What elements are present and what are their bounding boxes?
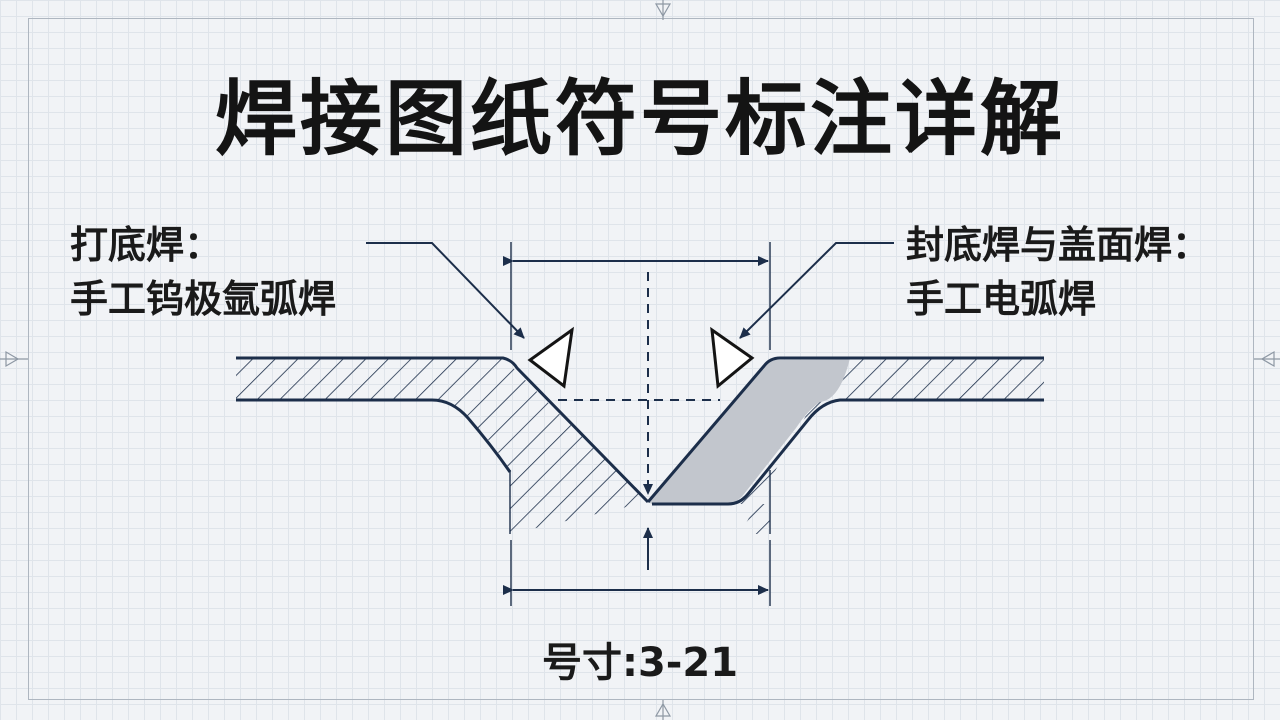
weld-triangle-symbol-right xyxy=(710,326,755,389)
root-pass-title: 打底焊： xyxy=(70,223,223,267)
size-label: 号寸:3-21 xyxy=(541,640,739,686)
root-pass-method: 手工钨极氩弧焊 xyxy=(70,277,337,321)
right-leader-line xyxy=(739,242,894,339)
left-base-plate xyxy=(236,358,648,534)
left-leader-line xyxy=(366,242,525,339)
left-plate-outline xyxy=(236,356,650,504)
page-title: 焊接图纸符号标注详解 xyxy=(214,72,1065,167)
cover-weld-filled xyxy=(648,358,1044,504)
right-plate-outline xyxy=(646,356,1044,506)
drawing-frame xyxy=(28,18,1254,700)
cover-pass-method: 手工电弧焊 xyxy=(906,277,1097,321)
weld-triangle-symbol-left xyxy=(527,326,574,389)
cover-pass-annotation: 封底焊与盖面焊： 手工电弧焊 xyxy=(906,218,1210,326)
root-pass-annotation: 打底焊： 手工钨极氩弧焊 xyxy=(70,218,336,326)
cover-pass-title: 封底焊与盖面焊： xyxy=(906,223,1211,267)
